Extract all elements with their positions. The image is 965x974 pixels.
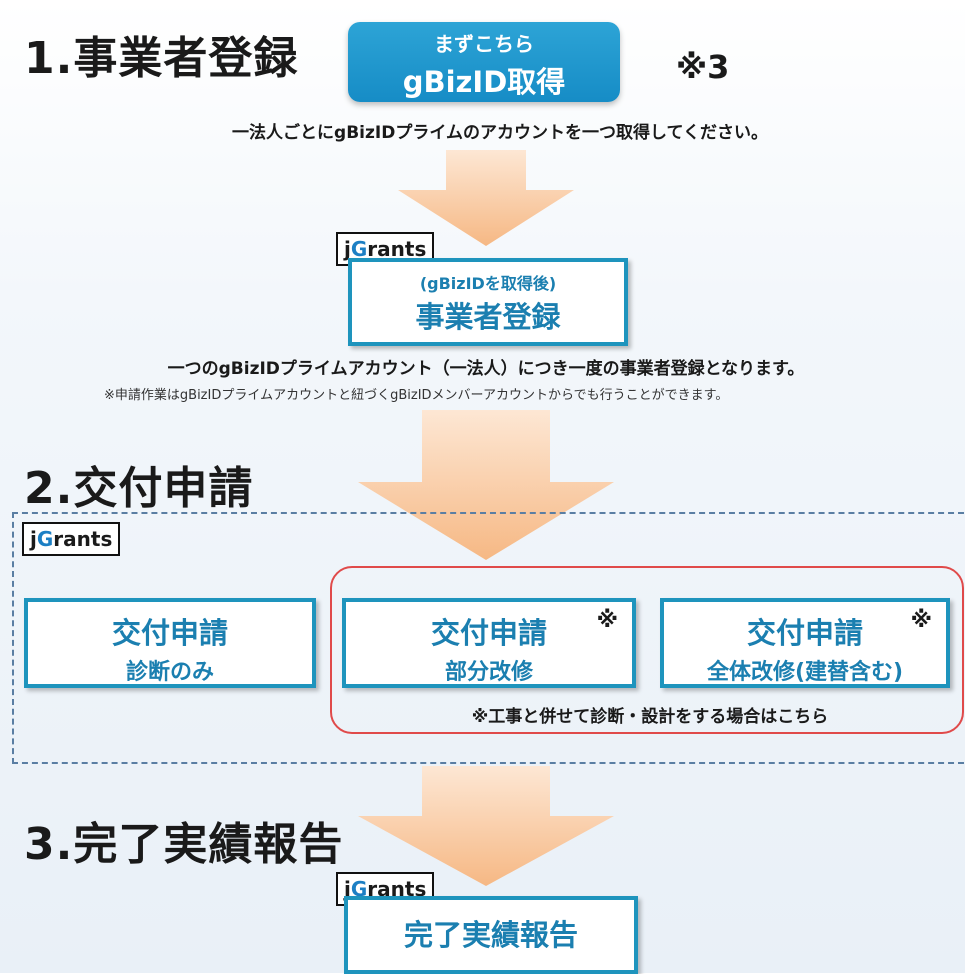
section1-caption3: ※申請作業はgBizIDプライムアカウントと紐づくgBizIDメンバーアカウント… <box>104 388 729 403</box>
application-full-renovation-box[interactable]: 交付申請 全体改修(建替含む) ※ <box>660 598 950 688</box>
down-arrow-1 <box>398 150 574 250</box>
box-subtitle: 全体改修(建替含む) <box>706 660 904 685</box>
box-title: 交付申請 <box>746 616 863 650</box>
section1-caption2: 一つのgBizIDプライムアカウント（一法人）につき一度の事業者登録となります。 <box>167 359 805 379</box>
business-registration-box[interactable]: (gBizIDを取得後) 事業者登録 <box>348 258 628 346</box>
section2-dashed-area <box>12 512 964 764</box>
jgrants-logo: jGrants <box>22 522 121 556</box>
gbizid-get-button[interactable]: まずこちら gBizID取得 <box>348 22 620 102</box>
gbizid-button-sub: まずこちら <box>434 32 534 56</box>
section1-title: 1.事業者登録 <box>24 33 299 84</box>
completion-report-box[interactable]: 完了実績報告 <box>344 896 638 974</box>
section3-title: 3.完了実績報告 <box>24 819 344 870</box>
down-arrow-3 <box>358 766 614 890</box>
down-arrow-2 <box>358 410 614 564</box>
section1-caption: 一法人ごとにgBizIDプライムのアカウントを一つ取得してください。 <box>232 123 768 143</box>
note-mark-3: ※3 <box>676 48 730 86</box>
box-title: 交付申請 <box>111 616 228 650</box>
box-subtitle: 診断のみ <box>125 660 214 685</box>
box-title: 完了実績報告 <box>403 918 578 952</box>
registration-box-sub: (gBizIDを取得後) <box>419 274 557 293</box>
box-subtitle: 部分改修 <box>444 660 533 685</box>
red-area-note: ※工事と併せて診断・設計をする場合はこちら <box>471 707 829 727</box>
note-mark: ※ <box>596 608 618 633</box>
application-partial-renovation-box[interactable]: 交付申請 部分改修 ※ <box>342 598 636 688</box>
application-diagnosis-only-box[interactable]: 交付申請 診断のみ <box>24 598 316 688</box>
registration-box-label: 事業者登録 <box>415 300 561 334</box>
box-title: 交付申請 <box>430 616 547 650</box>
note-mark: ※ <box>910 608 932 633</box>
combined-work-outline <box>330 566 964 734</box>
gbizid-button-label: gBizID取得 <box>402 65 566 99</box>
section2-title: 2.交付申請 <box>24 463 254 514</box>
